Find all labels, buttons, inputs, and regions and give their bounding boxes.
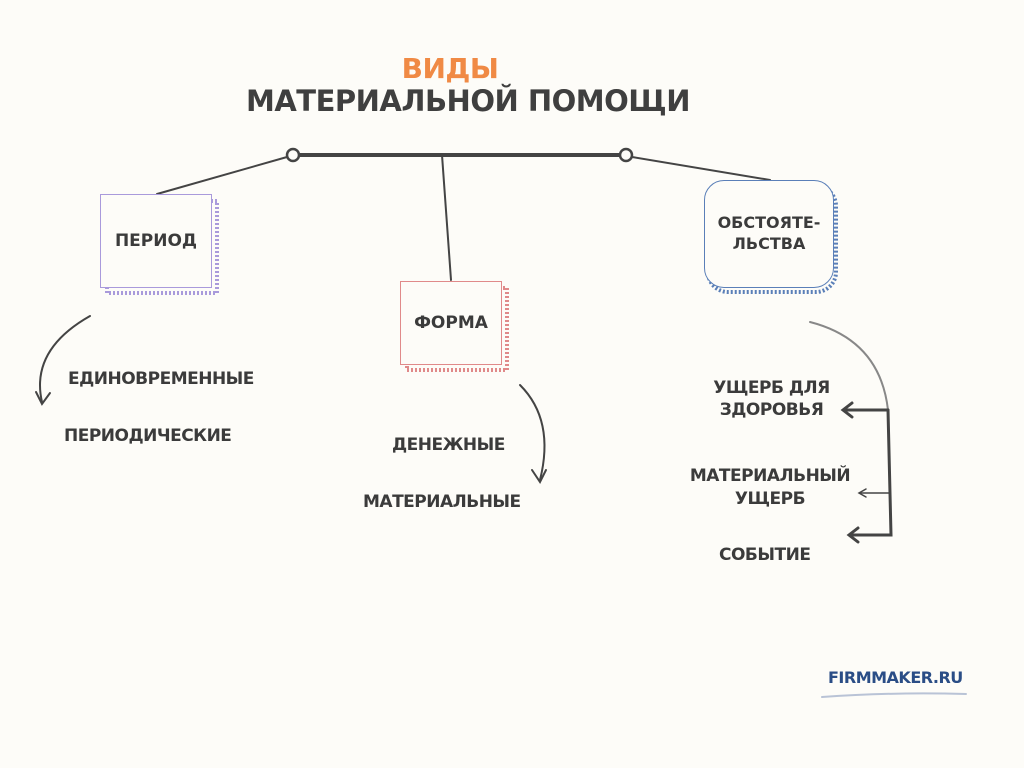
item-damage-2: ущерб xyxy=(734,489,806,509)
title-line1: Виды xyxy=(401,52,499,85)
circ-bracket xyxy=(850,408,893,537)
title-line2: Материальной помощи xyxy=(246,84,691,118)
item-monetary: Денежные xyxy=(392,435,505,455)
left-node xyxy=(285,147,301,163)
circumstances-label-1: Обстояте- xyxy=(717,213,821,233)
item-damage-1: Материальный xyxy=(689,466,851,486)
form-box: Форма xyxy=(400,281,502,365)
brand-logo: FIRMMAKER.RU xyxy=(828,668,963,687)
period-label: Период xyxy=(114,230,198,251)
brand-underline xyxy=(821,692,967,698)
circumstances-connector xyxy=(631,156,771,181)
item-material: Материальные xyxy=(363,492,521,512)
period-box: Период xyxy=(100,194,212,288)
item-health-2: здоровья xyxy=(719,400,824,420)
form-arrow xyxy=(519,384,546,481)
circumstances-label-2: льства xyxy=(732,234,806,253)
circ-curve xyxy=(809,321,889,411)
form-connector xyxy=(441,154,452,281)
item-event: Событие xyxy=(719,545,811,565)
period-arrow xyxy=(39,315,91,403)
period-connector xyxy=(156,156,288,195)
form-arrowhead xyxy=(531,469,547,484)
period-arrowhead xyxy=(35,391,51,406)
item-periodic: Периодические xyxy=(64,426,232,446)
form-label: Форма xyxy=(414,312,488,333)
right-node xyxy=(618,147,634,163)
item-one-time: Единовременные xyxy=(68,369,254,389)
item-health-1: Ущерб для xyxy=(713,378,830,398)
circumstances-box: Обстояте- льства xyxy=(704,180,834,288)
